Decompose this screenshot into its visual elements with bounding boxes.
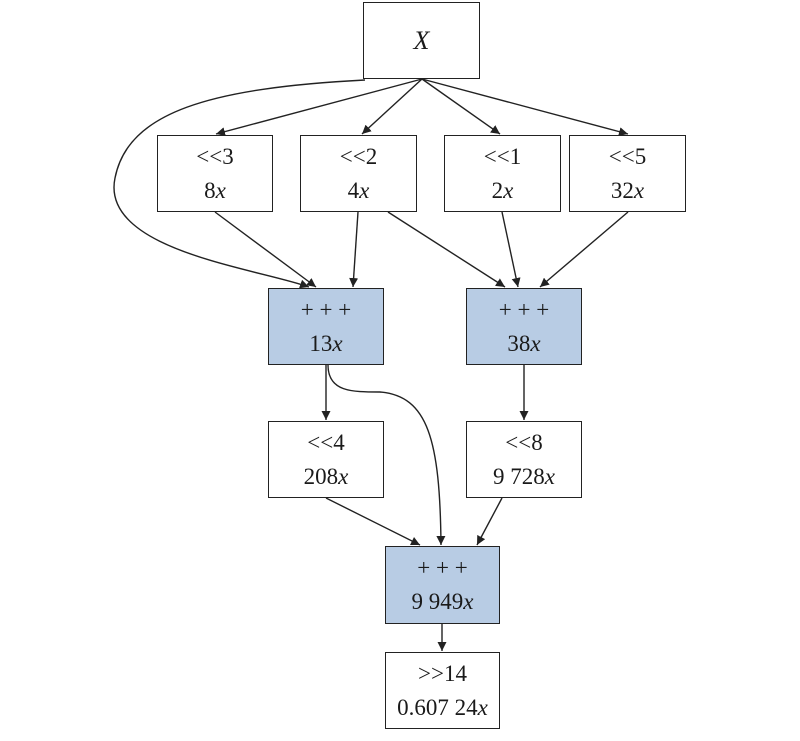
shift-left-3-variable: x <box>215 177 226 203</box>
shift-left-4-node: <<4 208x <box>268 421 384 498</box>
shift-left-1-coefficient: 2 <box>491 177 504 203</box>
edge-add-13-to-add-9949 <box>327 364 446 546</box>
shift-left-3-operator: <<3 <box>196 143 234 169</box>
edge-x-to-shl1 <box>421 78 501 135</box>
edge-shl4-to-add-9949 <box>325 497 421 546</box>
shift-left-2-coefficient: 4 <box>347 177 360 203</box>
input-node-label: X <box>413 25 430 55</box>
shift-left-8-variable: x <box>544 463 555 489</box>
edge-x-to-add-13 <box>113 79 366 289</box>
shift-right-14-coefficient: 0.607 24 <box>397 694 478 720</box>
adder-node-9949x: + + + 9 949x <box>385 546 500 624</box>
shift-left-5-operator: <<5 <box>608 143 647 169</box>
shift-left-1-variable: x <box>503 177 514 203</box>
edge-x-to-shl2 <box>361 78 423 135</box>
adder-38x-coefficient: 38 <box>507 330 531 356</box>
shift-left-3-coefficient: 8 <box>204 177 216 203</box>
shift-left-8-coefficient: 9 728 <box>493 463 545 489</box>
shift-right-14-variable: x <box>477 694 488 720</box>
adder-13x-coefficient: 13 <box>309 330 333 356</box>
shift-left-1-operator: <<1 <box>483 143 522 169</box>
edge-x-to-shl3 <box>215 78 423 137</box>
adder-node-38x: + + + 38x <box>466 288 582 365</box>
shift-left-4-operator: <<4 <box>307 429 345 455</box>
adder-13x-variable: x <box>332 330 343 356</box>
shift-left-4-variable: x <box>338 463 349 489</box>
adder-node-13x: + + + 13x <box>268 288 384 365</box>
shift-left-8-operator: <<8 <box>505 429 543 455</box>
input-node-x: X <box>363 2 480 79</box>
adder-9949x-operator: + + + <box>417 555 468 580</box>
shift-left-5-node: <<5 32x <box>569 135 686 212</box>
adder-9949x-coefficient: 9 949 <box>411 589 464 614</box>
shift-left-8-node: <<8 9 728x <box>466 421 582 498</box>
edge-shl2-to-add-38 <box>387 211 506 288</box>
edge-shl5-to-add-38 <box>539 211 629 288</box>
adder-38x-operator: + + + <box>498 296 550 322</box>
edge-shl8-to-add-9949 <box>476 497 503 546</box>
shift-left-2-node: <<2 4x <box>300 135 417 212</box>
shift-left-5-coefficient: 32 <box>610 177 634 203</box>
shift-left-2-variable: x <box>359 177 370 203</box>
shift-left-1-node: <<1 2x <box>444 135 561 212</box>
edge-shl1-to-add-38 <box>501 211 521 288</box>
adder-13x-operator: + + + <box>300 296 352 322</box>
edge-shl2-to-add-13 <box>349 211 359 288</box>
shift-right-14-operator: >>14 <box>418 660 467 686</box>
shift-right-14-node: >>14 0.607 24x <box>385 652 500 729</box>
edge-x-to-shl5 <box>421 78 629 137</box>
adder-9949x-variable: x <box>463 589 474 614</box>
shift-left-4-coefficient: 208 <box>303 463 339 489</box>
edge-shl3-to-add-13 <box>214 211 317 288</box>
shift-left-3-node: <<3 8x <box>157 135 273 212</box>
shift-left-2-operator: <<2 <box>339 143 378 169</box>
shift-left-5-variable: x <box>633 177 645 203</box>
adder-38x-variable: x <box>530 330 541 356</box>
